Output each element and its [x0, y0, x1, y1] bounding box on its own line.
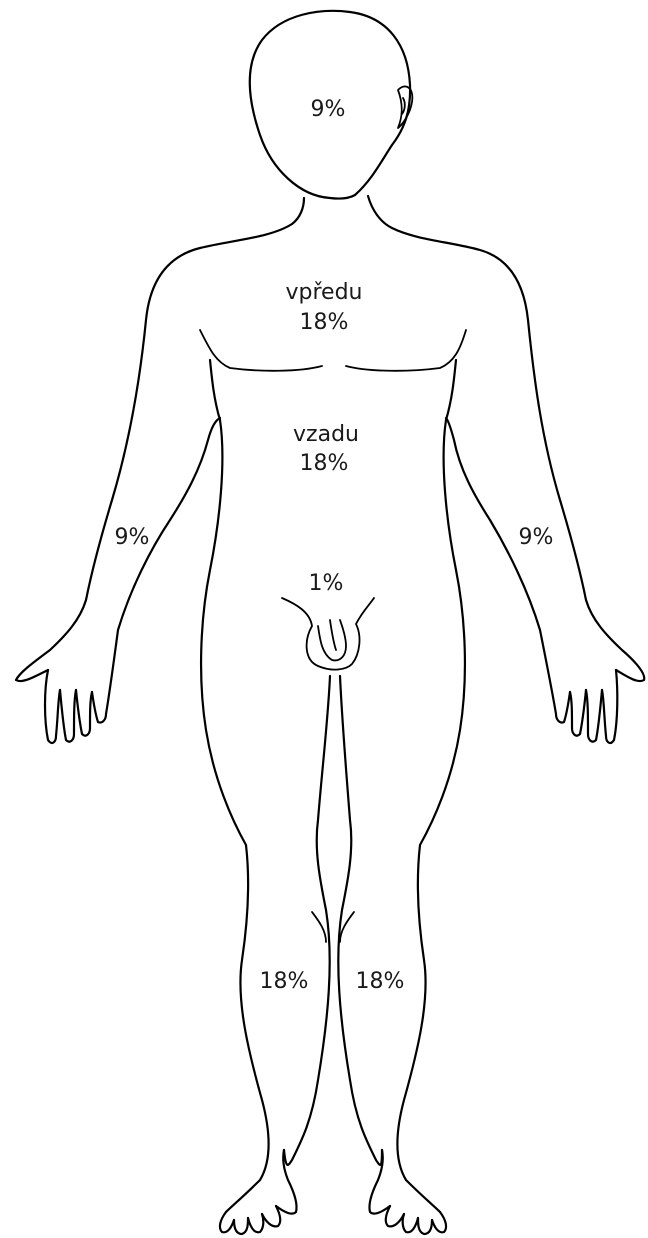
right-leg-label: 18%	[260, 969, 309, 994]
front-value-label: 18%	[300, 310, 349, 335]
left-arm-outline	[16, 198, 304, 743]
back-value-label: 18%	[300, 451, 349, 476]
back-word-label: vzadu	[293, 422, 359, 447]
head-label: 9%	[311, 97, 346, 122]
knee-details	[312, 912, 354, 942]
right-arm-label: 9%	[115, 525, 150, 550]
chest-lines	[200, 330, 466, 371]
inner-legs	[284, 676, 382, 1165]
groin	[282, 598, 374, 670]
left-arm-label: 9%	[519, 525, 554, 550]
left-leg-label: 18%	[356, 969, 405, 994]
torso-sides	[201, 360, 465, 1212]
right-arm-outline	[368, 196, 644, 743]
groin-label: 1%	[309, 571, 344, 596]
front-word-label: vpředu	[286, 280, 363, 305]
